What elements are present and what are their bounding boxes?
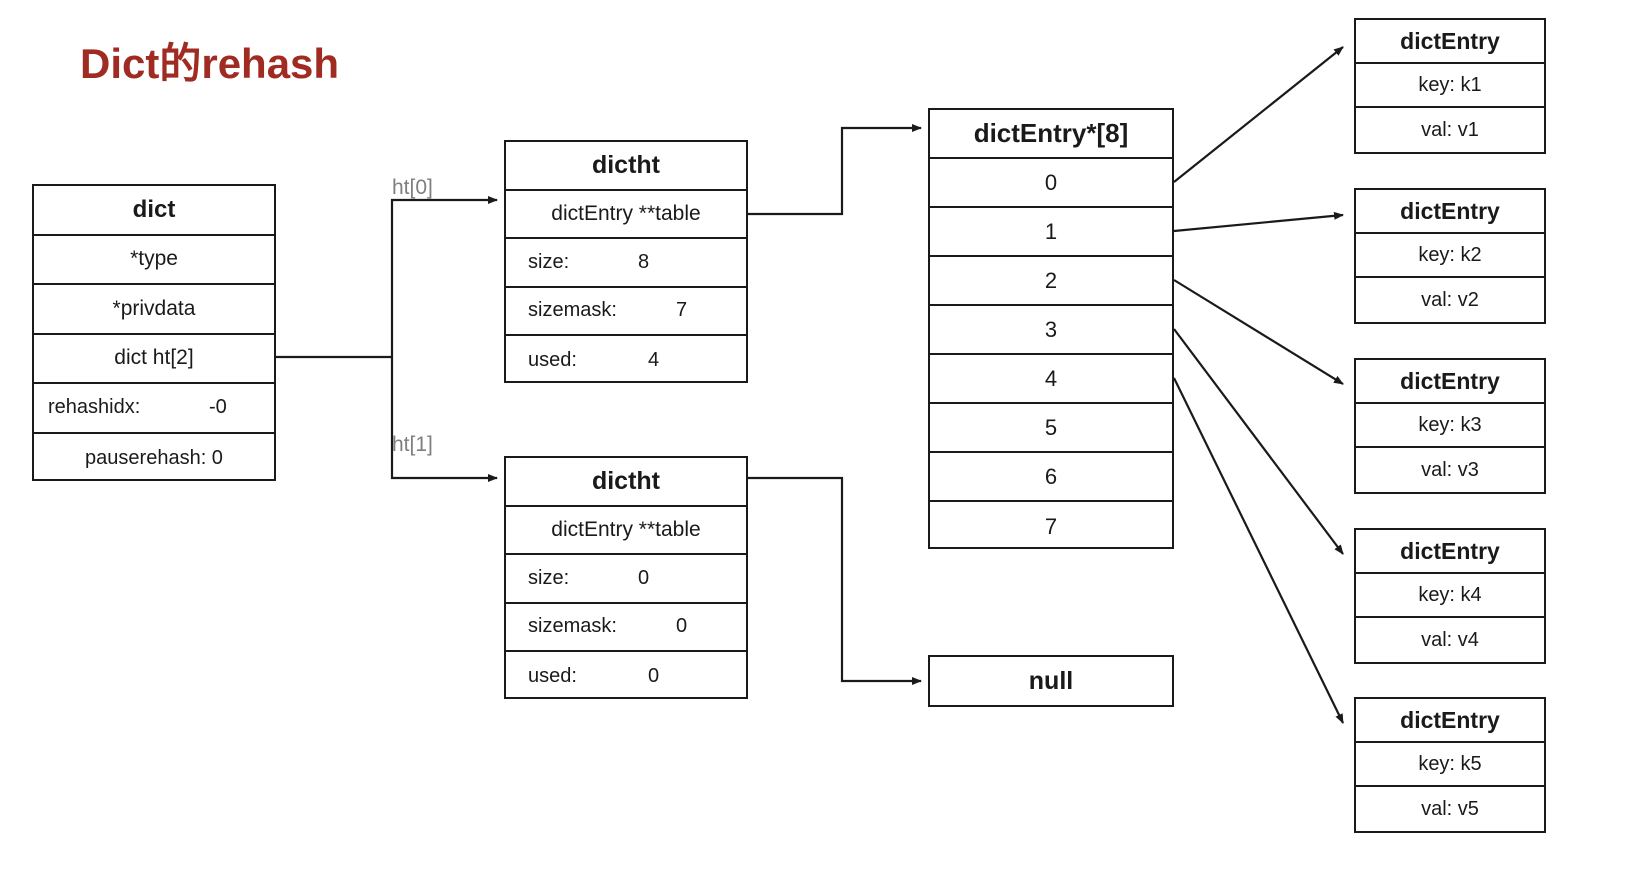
edge-slot1-entry2 [1173, 211, 1344, 233]
dictentry-box-4: dictEntry key: k4 val: v4 [1354, 528, 1546, 664]
dictht0-box: dictht dictEntry **table size: 8 sizemas… [504, 140, 748, 383]
array-slot-6: 6 [930, 453, 1172, 502]
dict-field-pauserehash: pauserehash: 0 [85, 446, 223, 469]
dict-field-ht: dict ht[2] [34, 335, 274, 384]
array-slot-5: 5 [930, 404, 1172, 453]
dictentry-box-2: dictEntry key: k2 val: v2 [1354, 188, 1546, 324]
dictht1-size-field: size: 0 [506, 555, 746, 604]
edge-slot0-entry1 [1173, 46, 1344, 183]
dictht0-header: dictht [506, 142, 746, 191]
dictentry-key: key: k4 [1356, 574, 1544, 618]
array-slot-7: 7 [1044, 513, 1058, 539]
dictentry-box-3: dictEntry key: k3 val: v3 [1354, 358, 1546, 494]
dictentry-key: key: k1 [1356, 64, 1544, 108]
dictht0-sizemask-field: sizemask: 7 [506, 288, 746, 336]
edge-label-ht1: ht[1] [392, 433, 433, 456]
dictht0-used-field: used: 4 [506, 336, 746, 385]
dictht0-size-value: 8 [638, 250, 650, 273]
edge-slot3-entry4 [1173, 328, 1344, 555]
edge-ht0-array [748, 124, 922, 216]
dict-struct-box: dict *type *privdata dict ht[2] rehashid… [32, 184, 276, 481]
dict-rehashidx-value: -0 [209, 396, 227, 419]
array-slot-0: 0 [930, 159, 1172, 208]
dictht1-table-field: dictEntry **table [506, 507, 746, 555]
dictht1-used-label: used: [528, 664, 577, 687]
dictht0-size-label: size: [528, 250, 570, 273]
dictentry-key: key: k2 [1356, 234, 1544, 278]
dict-field-rehashidx: rehashidx: -0 [34, 384, 274, 434]
dictentry-header: dictEntry [1356, 190, 1544, 234]
dictht0-used-label: used: [528, 348, 577, 371]
array-header: dictEntry*[8] [930, 110, 1172, 159]
dictentry-header: dictEntry [1356, 20, 1544, 64]
dictentry-array-box: dictEntry*[8] 0 1 2 3 4 5 6 7 [928, 108, 1174, 549]
dictentry-header: dictEntry [1356, 530, 1544, 574]
dictht0-sizemask-value: 7 [676, 299, 688, 322]
dictentry-box-5: dictEntry key: k5 val: v5 [1354, 697, 1546, 833]
edge-dict-ht1 [390, 357, 498, 482]
dictht1-sizemask-value: 0 [676, 615, 688, 638]
dictentry-header: dictEntry [1356, 360, 1544, 404]
page-title: Dict的rehash [80, 40, 340, 87]
array-slot-1: 1 [930, 208, 1172, 257]
dictentry-box-1: dictEntry key: k1 val: v1 [1354, 18, 1546, 154]
dictht1-header: dictht [506, 458, 746, 507]
dictht1-used-field: used: 0 [506, 652, 746, 701]
edge-label-ht0: ht[0] [392, 176, 433, 199]
edge-slot2-entry3 [1173, 279, 1344, 385]
edge-ht1-null [748, 476, 922, 685]
null-box: null [928, 655, 1174, 707]
array-slot-2: 2 [930, 257, 1172, 306]
dictht1-size-value: 0 [638, 566, 650, 589]
edge-slot4-entry5 [1173, 377, 1344, 724]
dictht1-box: dictht dictEntry **table size: 0 sizemas… [504, 456, 748, 699]
dict-rehashidx-label: rehashidx: [48, 396, 141, 419]
array-slot-3: 3 [930, 306, 1172, 355]
dictht1-used-value: 0 [648, 664, 660, 687]
dictentry-header: dictEntry [1356, 699, 1544, 743]
dictentry-key: key: k3 [1356, 404, 1544, 448]
dictentry-key: key: k5 [1356, 743, 1544, 787]
dict-field-privdata: *privdata [34, 285, 274, 335]
dictentry-val: val: v4 [1421, 628, 1479, 651]
dictentry-val: val: v5 [1421, 797, 1479, 820]
array-slot-4: 4 [930, 355, 1172, 404]
dictentry-val: val: v2 [1421, 288, 1479, 311]
dictentry-val: val: v1 [1421, 118, 1479, 141]
dictht1-sizemask-field: sizemask: 0 [506, 604, 746, 652]
dictht0-size-field: size: 8 [506, 239, 746, 288]
dict-field-type: *type [34, 236, 274, 285]
dictht1-sizemask-label: sizemask: [528, 615, 617, 638]
edge-dict-ht0 [390, 196, 498, 357]
dictht1-size-label: size: [528, 566, 570, 589]
dictht0-sizemask-label: sizemask: [528, 299, 617, 322]
null-label: null [1028, 666, 1074, 695]
dict-header: dict [34, 186, 274, 236]
dictentry-val: val: v3 [1421, 458, 1479, 481]
dictht0-used-value: 4 [648, 348, 660, 371]
dictht0-table-field: dictEntry **table [506, 191, 746, 239]
